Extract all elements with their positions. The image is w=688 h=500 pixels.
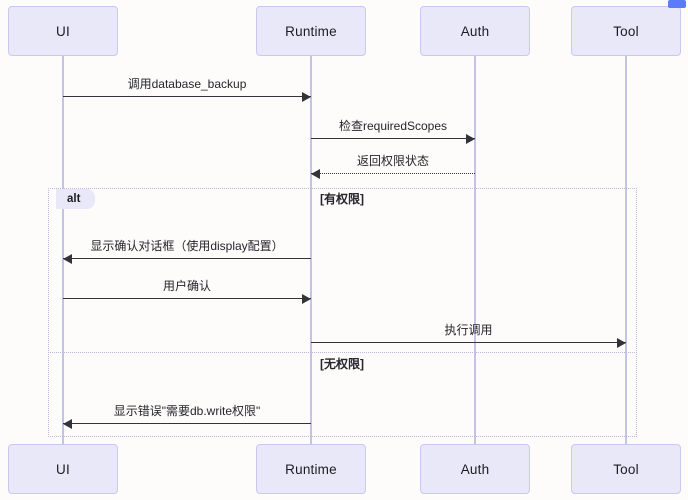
- participant-header-auth[interactable]: Auth: [420, 6, 530, 56]
- lifeline-auth: [474, 56, 476, 444]
- message-label-m6: 执行调用: [444, 323, 493, 337]
- participant-header-runtime[interactable]: Runtime: [256, 6, 366, 56]
- participant-footer-runtime-label: Runtime: [285, 461, 337, 477]
- message-line-m1: [63, 96, 311, 97]
- participant-footer-tool[interactable]: Tool: [571, 444, 681, 494]
- message-label-m7: 显示错误"需要db.write权限": [113, 404, 261, 418]
- participant-footer-tool-label: Tool: [613, 461, 639, 477]
- participant-footer-auth-label: Auth: [460, 461, 490, 477]
- message-line-m7: [63, 423, 311, 424]
- arrowhead-m2-right: [466, 133, 475, 144]
- message-label-m4: 显示确认对话框（使用display配置）: [90, 239, 284, 253]
- participant-header-ui[interactable]: UI: [8, 6, 118, 56]
- lifeline-tool: [625, 56, 627, 444]
- participant-header-tool-label: Tool: [613, 23, 639, 39]
- alt-condition-no-permission: [无权限]: [320, 357, 364, 371]
- participant-footer-runtime[interactable]: Runtime: [256, 444, 366, 494]
- participant-header-runtime-label: Runtime: [285, 23, 337, 39]
- alt-condition-has-permission: [有权限]: [320, 192, 364, 206]
- participant-header-tool[interactable]: Tool: [571, 6, 681, 56]
- arrowhead-m5-right: [302, 293, 311, 304]
- participant-header-auth-label: Auth: [460, 23, 490, 39]
- arrowhead-m4-left: [63, 253, 72, 264]
- participant-header-ui-label: UI: [56, 23, 70, 39]
- message-label-m2: 检查requiredScopes: [338, 119, 448, 133]
- corner-accent-chip: [668, 0, 686, 8]
- participant-footer-auth[interactable]: Auth: [420, 444, 530, 494]
- alt-frame-divider: [48, 352, 637, 353]
- lifeline-ui: [62, 56, 64, 444]
- alt-frame-label: alt: [56, 189, 96, 209]
- message-line-m4: [63, 258, 311, 259]
- message-label-m3: 返回权限状态: [356, 154, 429, 168]
- arrowhead-m3-left: [311, 168, 320, 179]
- message-line-m6: [311, 342, 626, 343]
- message-line-m5: [63, 298, 311, 299]
- arrowhead-m1-right: [302, 91, 311, 102]
- alt-frame: [48, 188, 637, 437]
- arrowhead-m7-left: [63, 418, 72, 429]
- participant-footer-ui[interactable]: UI: [8, 444, 118, 494]
- message-label-m5: 用户确认: [162, 279, 211, 293]
- message-line-m2: [311, 138, 475, 139]
- lifeline-runtime: [310, 56, 312, 444]
- message-line-m3: [311, 173, 475, 174]
- participant-footer-ui-label: UI: [56, 461, 70, 477]
- arrowhead-m6-right: [617, 337, 626, 348]
- message-label-m1: 调用database_backup: [127, 77, 247, 91]
